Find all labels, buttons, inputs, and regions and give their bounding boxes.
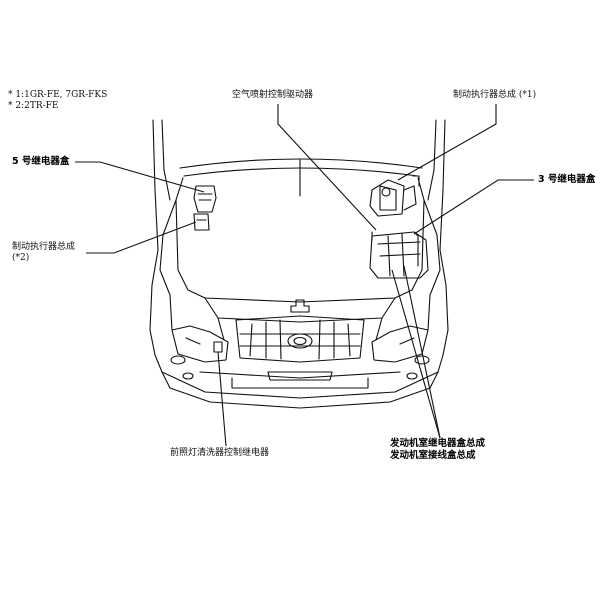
note-1: * 1:1GR-FE, 7GR-FKS [8,90,108,100]
note-2: * 2:2TR-FE [8,101,59,111]
label-engine-room-relay-block: 发动机室继电器盒总成 [390,438,486,449]
label-brake-actuator-1: 制动执行器总成 (*1) [453,90,537,100]
label-brake-actuator-2: 制动执行器总成 [12,242,76,252]
leader-air-injection-driver [277,104,377,231]
leader-relay-box-3 [413,179,534,235]
leader-relay-block-a [403,265,441,439]
label-headlamp-cleaner-relay: 前照灯清洗器控制继电器 [170,448,270,458]
label-air-injection-driver: 空气喷射控制驱动器 [232,90,314,100]
label-relay-box-3: 3 号继电器盒 [538,174,596,185]
leader-relay-box-5 [75,161,205,193]
leader-brake-actuator-2 [86,221,197,254]
leader-headlamp-cleaner-relay [217,351,227,447]
leader-relay-block-b [391,269,441,439]
label-relay-box-5: 5 号继电器盒 [12,156,70,167]
leader-brake-actuator-1 [397,104,497,181]
label-brake-actuator-2-note: (*2) [12,253,30,263]
label-engine-room-junction-block: 发动机室接线盒总成 [390,450,476,461]
